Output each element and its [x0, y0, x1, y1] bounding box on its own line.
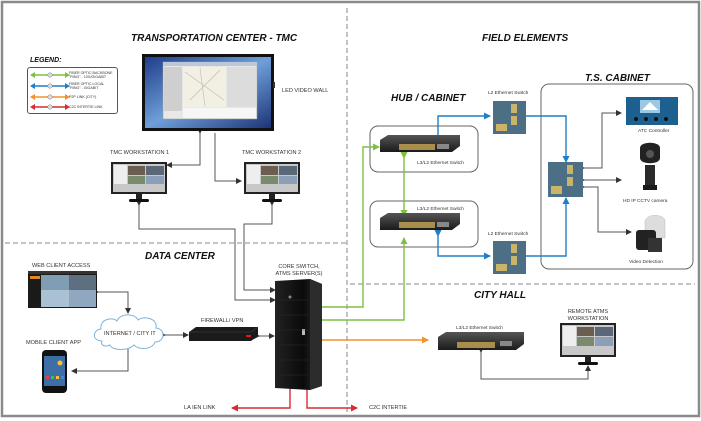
section-title-field-elements: FIELD ELEMENTS — [482, 33, 569, 44]
local-link-l2bottom-tsswitch — [521, 197, 570, 260]
tmc-workstation-2-icon — [244, 162, 300, 202]
label-tmc-workstation-1: TMC WORKSTATION 1 — [110, 150, 170, 156]
label-atms-servers: ATMS SERVER(S) — [275, 271, 323, 277]
label-web-client-access: WEB CLIENT ACCESS — [32, 263, 91, 269]
firewall-appliance-icon — [189, 326, 259, 341]
label-firewall-vpn: FIREWALL/ VPN — [201, 318, 244, 324]
legend-title: LEGEND: — [30, 57, 62, 64]
atc-controller-icon — [626, 97, 678, 125]
legend-item-local: FIBER OPTIC LOCAL "RING" - GIGABIT — [28, 81, 117, 91]
ts-cabinet-switch-icon — [548, 162, 583, 197]
cctv-camera-icon — [640, 142, 660, 190]
orange-arrow-icon — [30, 94, 70, 100]
mobile-phone-icon — [42, 350, 67, 393]
link-cityhall-remote — [478, 347, 591, 380]
legend-label: C2C INTERTIE LINK — [69, 105, 103, 109]
legend-label: FIBER OPTIC BACKBONE "RING" - 10G/GIGABI… — [69, 71, 113, 79]
local-link-hub1-l2top — [434, 112, 491, 144]
section-title-hub-cabinet: HUB / CABINET — [391, 93, 466, 104]
link-wall-ws1 — [166, 128, 203, 168]
label-remote-workstation: WORKSTATION — [567, 316, 609, 322]
link-ts-detection — [579, 184, 632, 235]
label-mobile-client-app: MOBILE CLIENT APP — [26, 340, 81, 346]
link-ws2-core — [243, 200, 276, 293]
legend-item-p2p: P2P LINK (CITY) — [28, 92, 117, 102]
hub-l3l2-switch-2-icon — [380, 213, 460, 230]
green-arrow-icon — [30, 72, 70, 78]
label-internet-city-it: INTERNET / CITY IT — [104, 331, 156, 337]
section-title-tmc: TRANSPORTATION CENTER - TMC — [131, 33, 298, 44]
local-link-hub2-l2bottom — [434, 230, 491, 260]
video-detection-camera-icon — [636, 215, 666, 252]
label-video-detection: Video Detection — [629, 260, 663, 265]
legend-label: P2P LINK (CITY) — [69, 95, 97, 99]
label-l2-switch-top: L2 Ethernet Switch — [488, 91, 529, 96]
link-internet-mobile — [71, 343, 131, 374]
label-hub-switch-2: L3/L2 Ethernet Switch — [417, 207, 464, 212]
label-tmc-workstation-2: TMC WORKSTATION 2 — [242, 150, 302, 156]
label-hd-ip-cctv: HD IP CCTV camera — [623, 199, 668, 204]
section-title-data-center: DATA CENTER — [145, 251, 215, 262]
label-la-ien-link: LA IEN LINK — [184, 405, 216, 411]
section-title-city-hall: CITY HALL — [474, 290, 527, 301]
legend: FIBER OPTIC BACKBONE "RING" - 10G/GIGABI… — [27, 67, 118, 114]
backbone-link-hub2 — [316, 237, 408, 324]
link-ts-atc — [579, 110, 622, 171]
label-hub-switch-1: L3/L2 Ethernet Switch — [417, 161, 464, 166]
link-wall-ws2 — [214, 133, 242, 184]
label-atc-controller: ATC Controller — [638, 129, 670, 134]
c2c-link-intertie — [303, 381, 358, 412]
label-c2c-intertie: C2C INTERTIE — [369, 405, 408, 411]
label-core-switch: CORE SWITCH, — [278, 264, 320, 270]
section-title-ts-cabinet: T.S. CABINET — [585, 73, 650, 84]
link-ws1-core — [136, 200, 276, 303]
remote-atms-workstation-icon — [560, 323, 616, 365]
legend-item-backbone: FIBER OPTIC BACKBONE "RING" - 10G/GIGABI… — [28, 70, 117, 80]
local-link-l2top-tsswitch — [521, 112, 570, 163]
led-video-wall-icon — [142, 54, 275, 131]
internet-cloud-icon — [93, 314, 164, 350]
blue-arrow-icon — [30, 83, 70, 89]
label-cityhall-switch: L3/L2 Ethernet Switch — [456, 326, 503, 331]
label-led-video-wall: LED VIDEO WALL — [282, 88, 329, 94]
legend-label: FIBER OPTIC LOCAL "RING" - GIGABIT — [69, 82, 105, 90]
label-l2-switch-bottom: L2 Ethernet Switch — [488, 232, 529, 237]
legend-item-c2c: C2C INTERTIE LINK — [28, 102, 117, 112]
web-client-screenshot-icon — [28, 271, 97, 308]
tmc-workstation-1-icon — [111, 162, 167, 202]
cityhall-l3l2-switch-icon — [438, 332, 524, 350]
c2c-link-la-ien — [231, 381, 294, 412]
core-server-rack-icon — [275, 279, 322, 390]
ts-cabinet-box — [540, 83, 694, 270]
hub-l3l2-switch-1-icon — [380, 135, 460, 152]
l2-switch-bottom-icon — [493, 241, 526, 274]
link-web-internet — [93, 289, 131, 314]
red-arrow-icon — [30, 104, 70, 110]
l2-switch-top-icon — [493, 101, 526, 134]
label-remote-atms: REMOTE ATMS — [567, 309, 609, 315]
